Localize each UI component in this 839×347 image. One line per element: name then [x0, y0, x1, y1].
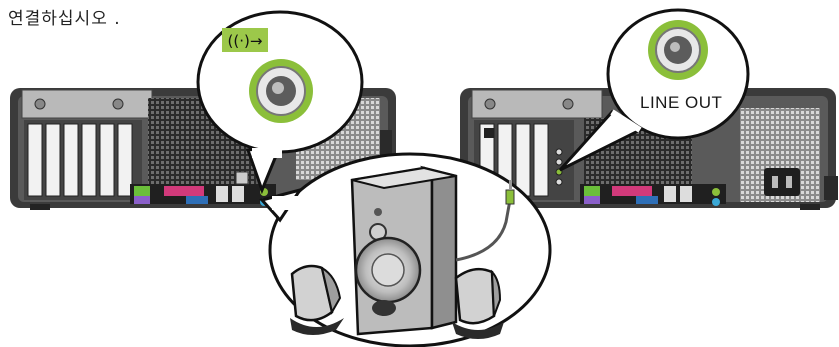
svg-text:((·)→: ((·)→	[228, 32, 263, 50]
io-panel-right	[580, 184, 726, 206]
subwoofer	[352, 168, 456, 334]
expansion-slots-left	[24, 120, 142, 200]
power-connector	[764, 168, 800, 196]
audio-plug	[506, 190, 514, 204]
line-out-label: LINE OUT	[640, 93, 722, 113]
